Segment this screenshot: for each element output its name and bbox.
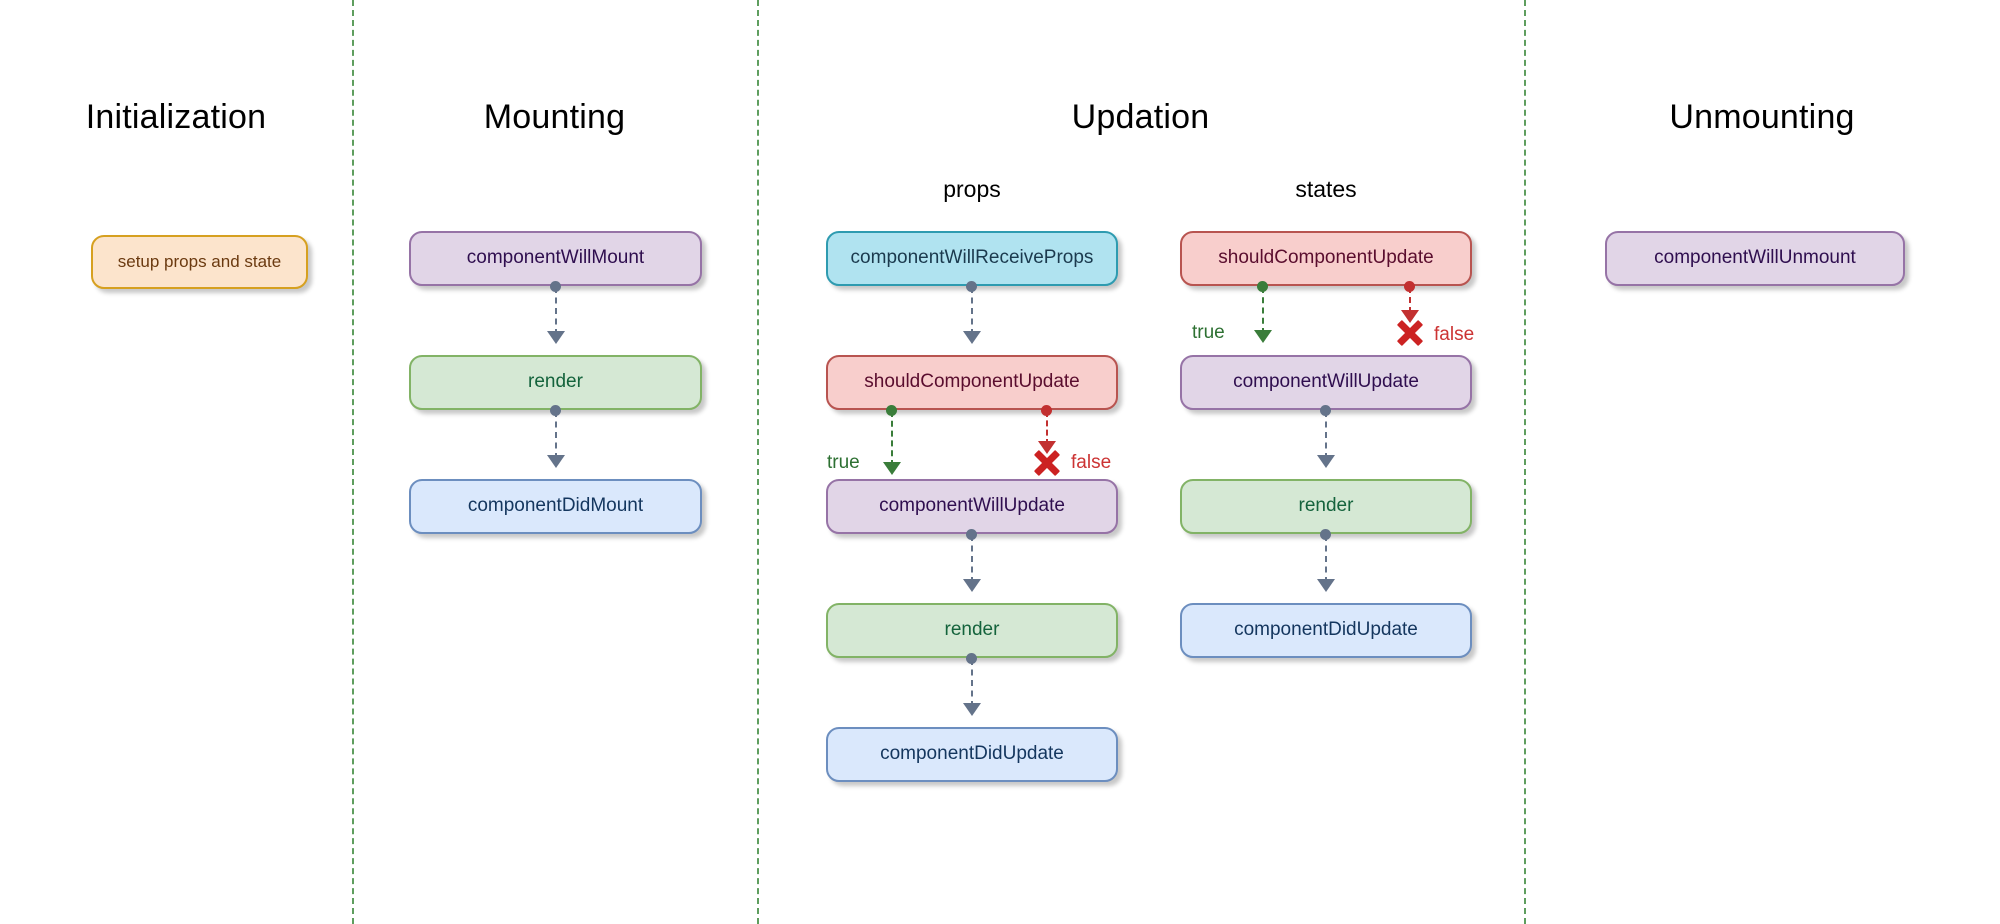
- column-divider-3: [1524, 0, 1526, 924]
- branch-label-states-false: false: [1434, 324, 1475, 345]
- arrow-head-icon: [1317, 579, 1335, 592]
- connector-line: [1262, 287, 1264, 334]
- node-should-component-update-states[interactable]: shouldComponentUpdate: [1180, 231, 1472, 286]
- arrow-head-icon: [547, 331, 565, 344]
- arrow-head-icon: [1317, 455, 1335, 468]
- connector-line: [1046, 411, 1048, 445]
- node-should-component-update-props[interactable]: shouldComponentUpdate: [826, 355, 1118, 410]
- column-title-initialization: Initialization: [85, 98, 267, 136]
- arrow-head-icon: [883, 462, 901, 475]
- column-divider-1: [352, 0, 354, 924]
- branch-label-props-false: false: [1071, 452, 1112, 473]
- arrow-head-icon: [1254, 330, 1272, 343]
- column-title-unmounting: Unmounting: [1669, 98, 1855, 136]
- column-title-updation: Updation: [1071, 98, 1210, 136]
- terminator-x-icon-props: [1032, 448, 1062, 478]
- node-render-mounting[interactable]: render: [409, 355, 702, 410]
- node-component-will-update-states[interactable]: componentWillUpdate: [1180, 355, 1472, 410]
- connector-line: [891, 411, 893, 466]
- arrow-head-icon: [547, 455, 565, 468]
- connector-line: [555, 411, 557, 459]
- branch-label-props-true: true: [827, 452, 860, 473]
- connector-line: [971, 535, 973, 583]
- node-component-will-mount[interactable]: componentWillMount: [409, 231, 702, 286]
- node-component-did-mount[interactable]: componentDidMount: [409, 479, 702, 534]
- connector-line: [971, 287, 973, 335]
- terminator-x-icon-states: [1395, 318, 1425, 348]
- node-render-props[interactable]: render: [826, 603, 1118, 658]
- subcolumn-title-states: states: [1295, 176, 1357, 202]
- branch-label-states-true: true: [1192, 322, 1225, 343]
- connector-line: [555, 287, 557, 335]
- node-component-will-receive-props[interactable]: componentWillReceiveProps: [826, 231, 1118, 286]
- arrow-head-icon: [963, 579, 981, 592]
- node-render-states[interactable]: render: [1180, 479, 1472, 534]
- node-component-will-unmount[interactable]: componentWillUnmount: [1605, 231, 1905, 286]
- arrow-head-icon: [963, 703, 981, 716]
- arrow-head-icon: [963, 331, 981, 344]
- node-component-did-update-states[interactable]: componentDidUpdate: [1180, 603, 1472, 658]
- node-setup-props-and-state[interactable]: setup props and state: [91, 235, 308, 289]
- connector-line: [1325, 535, 1327, 583]
- column-divider-2: [757, 0, 759, 924]
- node-component-will-update-props[interactable]: componentWillUpdate: [826, 479, 1118, 534]
- connector-line: [1409, 287, 1411, 313]
- connector-line: [971, 659, 973, 707]
- column-title-mounting: Mounting: [483, 98, 626, 136]
- connector-line: [1325, 411, 1327, 459]
- subcolumn-title-props: props: [943, 176, 1001, 202]
- node-component-did-update-props[interactable]: componentDidUpdate: [826, 727, 1118, 782]
